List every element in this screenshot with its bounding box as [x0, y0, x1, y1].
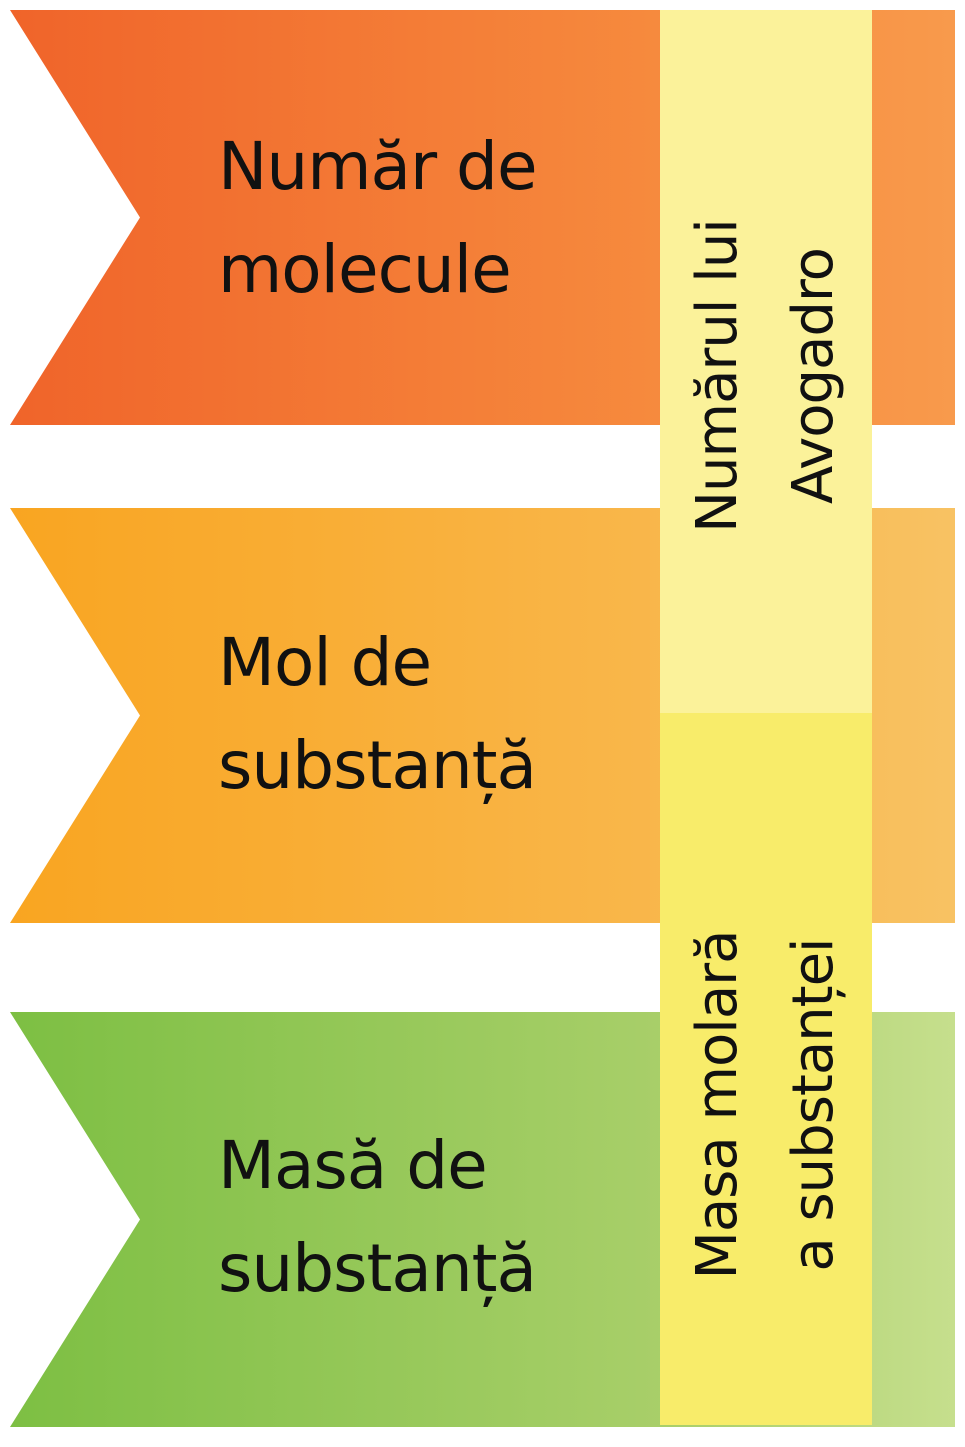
conversion-strip-molar-mass: Masa molară a substanței	[660, 713, 872, 1425]
conversion-label-line1: Numărul lui	[685, 218, 750, 533]
banner-label-line2: molecule	[218, 231, 512, 308]
banner-label-line1: Masă de	[218, 1127, 488, 1204]
banner-label-line2: substanță	[218, 1230, 537, 1307]
banner-label: Număr de molecule	[218, 115, 538, 321]
banner-label-line1: Mol de	[218, 624, 432, 701]
conversion-strip-avogadro: Numărul lui Avogadro	[660, 10, 872, 713]
banner-label: Mol de substanță	[218, 611, 537, 817]
conversion-label-line2: a substanței	[781, 937, 846, 1272]
banner-label-line1: Număr de	[218, 128, 538, 205]
conversion-label: Numărul lui Avogadro	[670, 219, 862, 533]
banner-label-line2: substanță	[218, 727, 537, 804]
conversion-label: Masa molară a substanței	[670, 930, 862, 1279]
banner-label: Masă de substanță	[218, 1114, 537, 1320]
conversion-label-line2: Avogadro	[781, 247, 846, 504]
conversion-label-line1: Masa molară	[685, 930, 750, 1280]
